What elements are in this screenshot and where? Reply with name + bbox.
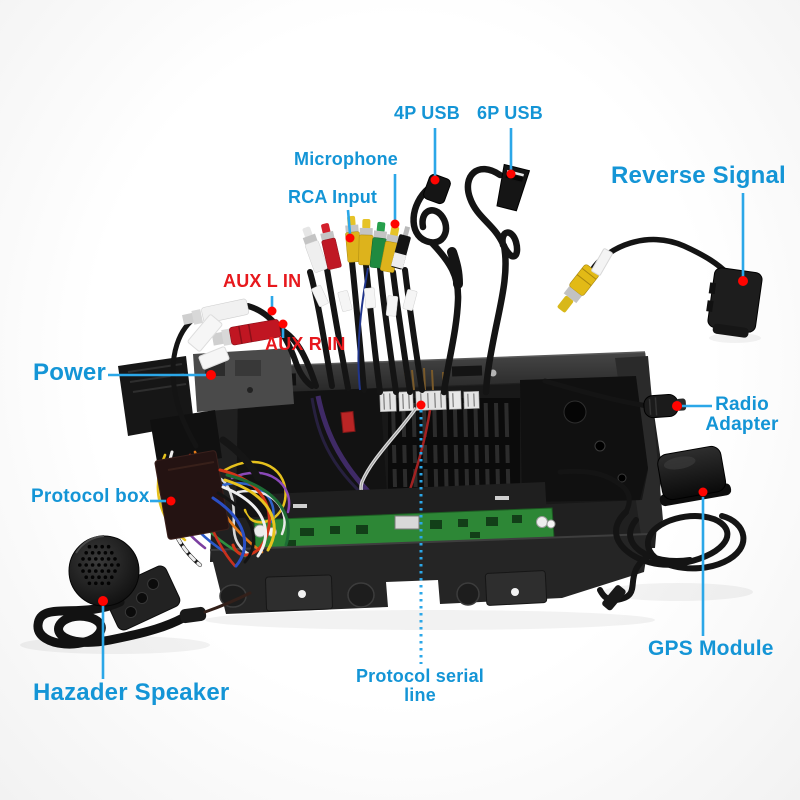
cable-label-tag [591,248,613,276]
gps-cable-plug [602,585,626,611]
leader-lines [101,128,745,679]
marker-reverse-signal [738,276,748,286]
gps-module [557,445,753,611]
label-4p-usb: 4P USB [394,103,460,123]
marker-protocol-box [166,496,176,506]
speaker-cable [33,597,188,649]
mounting-bracket [209,533,651,614]
rca-connector-white [302,226,328,273]
speaker-bracket [103,565,181,631]
microphone-jack [391,226,411,270]
label-aux-l-in: AUX L IN [223,271,302,291]
rca-fan [307,259,425,395]
aux-r-red-rca [211,319,282,346]
marker-power [206,370,216,380]
label-radio-adapter: Radio Adapter [705,394,779,435]
aux-cables [170,298,319,449]
fuse [340,410,356,434]
reverse-signal-assembly [557,236,763,343]
speaker-cable-plug [179,606,207,624]
label-microphone: Microphone [294,149,398,169]
usb-4p-cable [410,173,463,396]
label-aux-r-in: AUX R IN [265,334,346,354]
label-gps-module: GPS Module [648,637,774,660]
marker-protocol-serial-line [416,400,426,410]
protocol-box [154,450,290,568]
leader-rca-input [346,209,352,235]
radio-adapter [542,378,687,419]
label-protocol-box: Protocol box [31,486,150,507]
marker-dots [98,169,748,606]
speaker-grille [78,544,120,586]
radio-adapter-plug [643,394,687,419]
cable-label-tag [198,346,230,370]
cable-label-tags [311,285,418,317]
marker-radio-adapter [672,401,682,411]
rca-connector-red [320,223,342,270]
label-protocol-serial-line: Protocol serial line [355,666,485,705]
rca-connector-yellow-2 [358,218,374,266]
marker-4p-usb [430,175,440,185]
rear-connector-strip [379,390,480,413]
reverse-connector [706,267,763,338]
cable-label-tag [187,314,223,352]
label-power: Power [33,359,107,386]
label-6p-usb: 6P USB [477,103,543,123]
protocol-box-wires [211,468,290,568]
marker-hazader-speaker [98,596,108,606]
amplifier-block [520,376,648,502]
reverse-yellow-rca [557,264,599,313]
speaker-body [68,535,140,607]
marker-aux-l-in [267,306,277,316]
radio-adapter-cable [542,378,651,409]
label-rca-input: RCA Input [288,187,378,207]
hazard-speaker [20,535,252,654]
heatsink-fins [388,398,520,492]
marker-rca-input [345,233,355,243]
marker-gps-module [698,487,708,497]
label-reverse-signal: Reverse Signal [611,162,786,189]
label-hazader-speaker: Hazader Speaker [33,679,230,706]
marker-aux-r-in [278,319,288,329]
marker-6p-usb [506,169,516,179]
gps-antenna [657,445,732,507]
serial-pcb-connector [394,515,420,530]
heat-shrink-sleeve [219,436,262,482]
marker-microphone [390,219,400,229]
